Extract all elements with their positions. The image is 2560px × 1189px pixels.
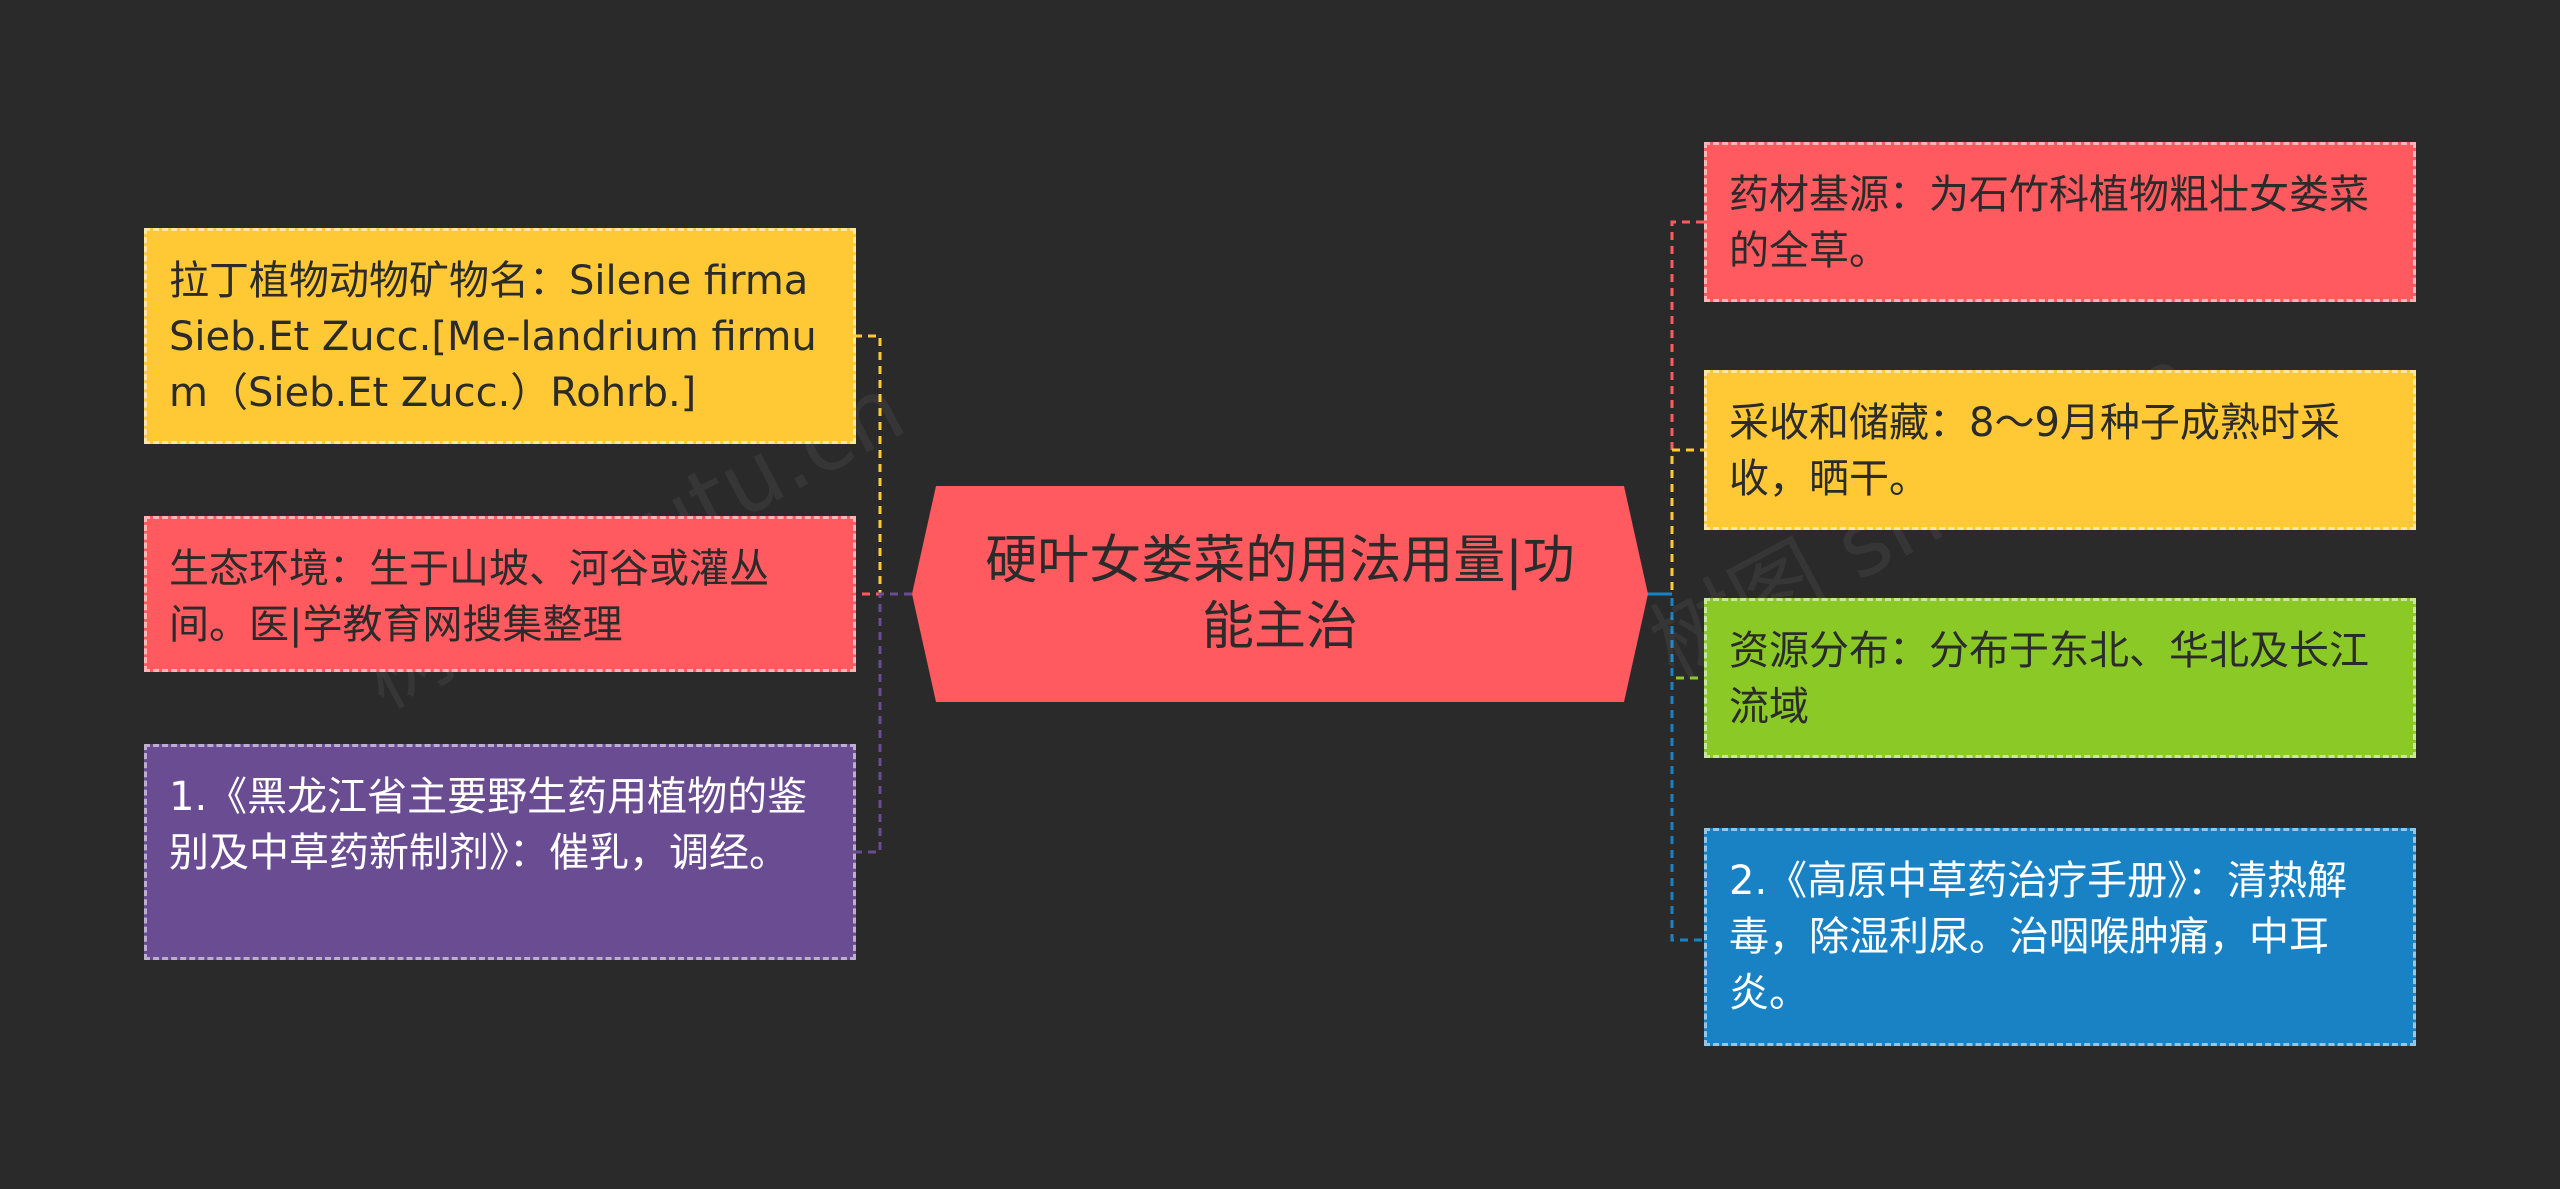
- right-node-harvest[interactable]: 采收和储藏：8～9月种子成熟时采收，晒干。: [1704, 370, 2416, 530]
- right-node-distribution[interactable]: 资源分布：分布于东北、华北及长江流域: [1704, 598, 2416, 758]
- connector-right-1: [1648, 220, 1704, 596]
- central-topic[interactable]: 硬叶女娄菜的用法用量|功能主治: [912, 486, 1648, 702]
- right-node-distribution-text: 资源分布：分布于东北、华北及长江流域: [1729, 628, 2369, 730]
- right-node-source-text: 药材基源：为石竹科植物粗壮女娄菜的全草。: [1729, 172, 2369, 274]
- right-node-harvest-text: 采收和储藏：8～9月种子成熟时采收，晒干。: [1729, 400, 2340, 502]
- connector-left-3: [856, 592, 912, 854]
- right-node-reference-2[interactable]: 2.《高原中草药治疗手册》：清热解毒，除湿利尿。治咽喉肿痛，中耳炎。: [1704, 828, 2416, 1046]
- connector-right-4: [1648, 592, 1704, 942]
- left-node-latin-name[interactable]: 拉丁植物动物矿物名：Silene firma Sieb.Et Zucc.[Me-…: [144, 228, 856, 444]
- left-node-reference-1-text: 1.《黑龙江省主要野生药用植物的鉴别及中草药新制剂》：催乳，调经。: [169, 774, 808, 876]
- left-node-habitat-text: 生态环境：生于山坡、河谷或灌丛间。医|学教育网搜集整理: [169, 546, 769, 648]
- right-node-source[interactable]: 药材基源：为石竹科植物粗壮女娄菜的全草。: [1704, 142, 2416, 302]
- central-topic-shape: [912, 486, 1648, 702]
- left-node-habitat[interactable]: 生态环境：生于山坡、河谷或灌丛间。医|学教育网搜集整理: [144, 516, 856, 672]
- left-node-latin-name-text: 拉丁植物动物矿物名：Silene firma Sieb.Et Zucc.[Me-…: [169, 258, 817, 416]
- left-node-reference-1[interactable]: 1.《黑龙江省主要野生药用植物的鉴别及中草药新制剂》：催乳，调经。: [144, 744, 856, 960]
- connector-right-2: [1648, 448, 1704, 596]
- central-topic-title: 硬叶女娄菜的用法用量|功能主治: [985, 531, 1575, 657]
- right-node-reference-2-text: 2.《高原中草药治疗手册》：清热解毒，除湿利尿。治咽喉肿痛，中耳炎。: [1729, 858, 2348, 1016]
